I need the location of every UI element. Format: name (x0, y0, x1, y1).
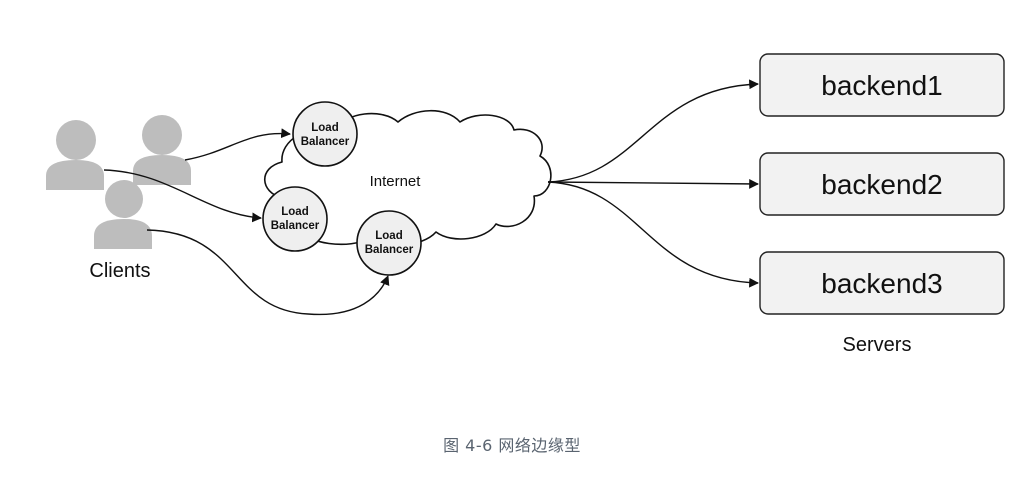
backend-server-2: backend2 (759, 152, 1005, 216)
backend-server-1: backend1 (759, 53, 1005, 117)
load-balancer-1-line1: Load (311, 122, 338, 134)
load-balancer-2-line2: Balancer (271, 220, 320, 232)
figure-caption: 图 4-6 网络边缘型 (443, 436, 581, 455)
flow-cloud-to-backend1 (547, 79, 759, 183)
load-balancer-2: Load Balancer (262, 186, 328, 252)
flow-cloud-to-backend2 (547, 179, 759, 189)
load-balancer-3-line2: Balancer (365, 244, 414, 256)
servers-label: Servers (843, 334, 912, 356)
flow-client-to-lb3 (146, 229, 390, 316)
load-balancer-1-line2: Balancer (301, 136, 350, 148)
backend-server-2-label: backend2 (821, 169, 942, 200)
backend-server-3: backend3 (759, 251, 1005, 315)
load-balancer-3-line1: Load (375, 230, 402, 242)
client-person-icon-left (46, 120, 104, 190)
client-person-icon-right (133, 115, 191, 185)
load-balancer-1: Load Balancer (292, 101, 358, 167)
backend-server-3-label: backend3 (821, 268, 942, 299)
internet-label: Internet (370, 173, 422, 190)
flow-cloud-to-backend3 (547, 181, 759, 288)
flow-client-to-lb2 (103, 169, 262, 223)
backend-server-1-label: backend1 (821, 70, 942, 101)
clients-label: Clients (89, 260, 150, 282)
flow-client-to-lb1 (184, 128, 291, 161)
client-person-icon-front (94, 180, 152, 249)
load-balancer-2-line1: Load (281, 206, 308, 218)
load-balancer-3: Load Balancer (356, 210, 422, 276)
